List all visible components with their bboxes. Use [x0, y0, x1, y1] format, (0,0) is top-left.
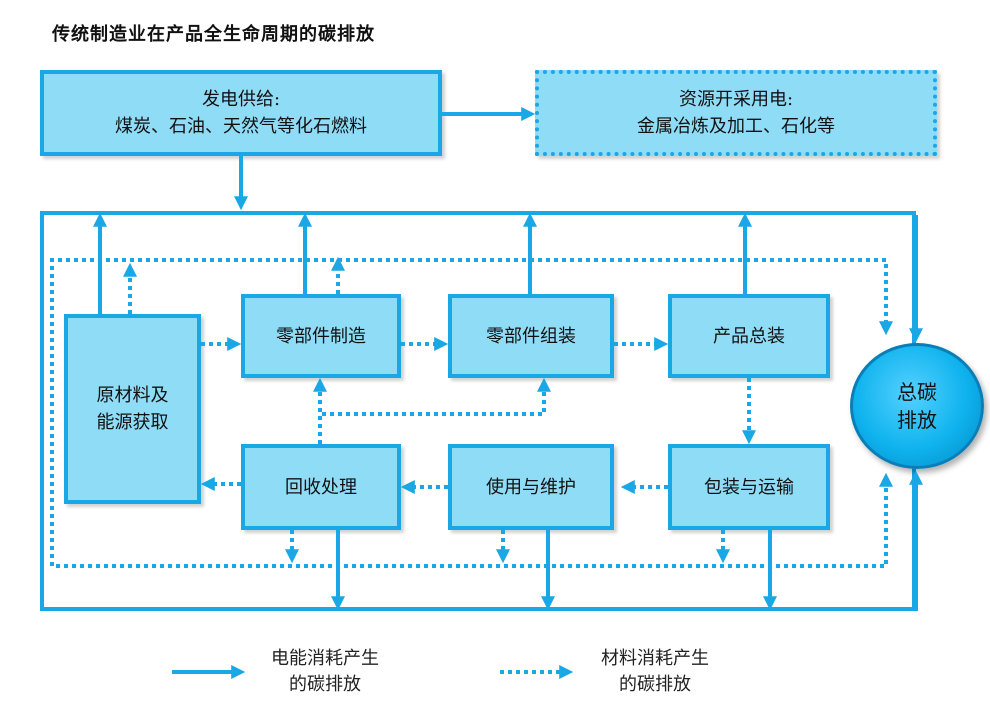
use-maintenance-box: 使用与维护	[448, 444, 614, 530]
dotted-upper-loop	[50, 258, 893, 566]
legend-solid-line2: 的碳排放	[289, 674, 361, 696]
page-title: 传统制造业在产品全生命周期的碳排放	[52, 24, 375, 45]
dotted-recycling-to-assembly	[322, 377, 551, 416]
legend-dotted-line1: 材料消耗产生	[601, 648, 709, 669]
power-supply-line1: 发电供给:	[201, 89, 281, 110]
packaging-transport-box: 包装与运输	[668, 444, 830, 530]
total-emission-circle: 总碳 排放	[850, 343, 984, 469]
recycling-box: 回收处理	[241, 444, 401, 530]
legend-solid-line1: 电能消耗产生	[271, 648, 379, 669]
power-supply-box: 发电供给: 煤炭、石油、天然气等化石燃料	[40, 70, 442, 156]
raw-material-box: 原材料及 能源获取	[64, 314, 201, 504]
resource-power-line1: 资源开采用电:	[678, 89, 794, 110]
parts-assembly-box: 零部件组装	[448, 294, 614, 378]
raw-material-line2: 能源获取	[96, 412, 169, 433]
dotted-lower-loop	[56, 472, 893, 568]
power-supply-line2: 煤炭、石油、天然气等化石燃料	[115, 116, 367, 137]
total-line1: 总碳	[897, 380, 937, 404]
product-assembly-box: 产品总装	[668, 294, 830, 378]
resource-power-line2: 金属冶炼及加工、石化等	[637, 116, 835, 137]
total-line2: 排放	[897, 408, 937, 432]
parts-manufacturing-box: 零部件制造	[241, 294, 401, 378]
legend-solid-label: 电能消耗产生 的碳排放	[240, 646, 410, 698]
legend-dotted-label: 材料消耗产生 的碳排放	[570, 646, 740, 698]
resource-power-box: 资源开采用电: 金属冶炼及加工、石化等	[535, 70, 937, 156]
raw-material-line1: 原材料及	[96, 385, 169, 406]
legend-dotted-line2: 的碳排放	[619, 674, 691, 696]
